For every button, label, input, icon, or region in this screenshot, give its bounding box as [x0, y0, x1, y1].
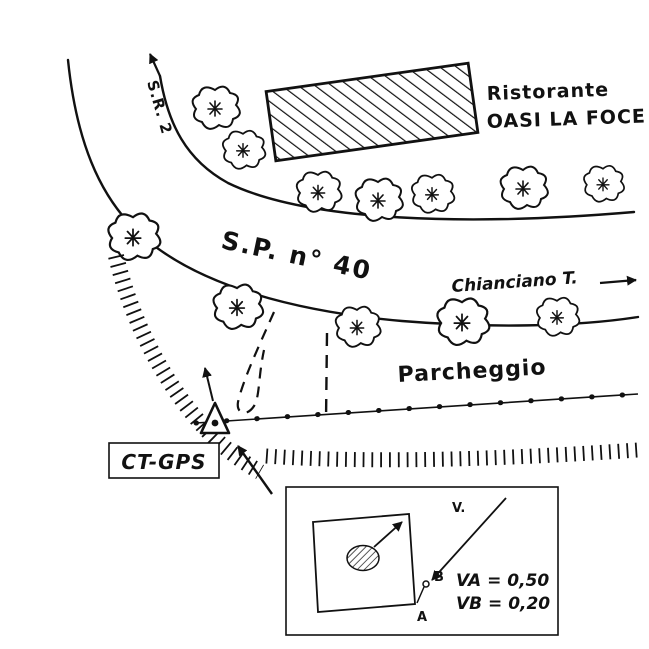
tree-icon	[334, 305, 382, 348]
inset-circle-arrow-icon	[373, 521, 403, 548]
tree-icon	[221, 129, 267, 170]
ristorante-label-line2: OASI LA FOCE	[486, 105, 646, 133]
inset-hatched-circle	[346, 544, 380, 572]
ct-gps-label-box: CT-GPS	[108, 442, 220, 479]
marker-pointer-arrow-icon	[237, 445, 273, 495]
inset-a-label: A	[417, 610, 427, 625]
tree-icon	[535, 296, 581, 337]
sr2-direction-arrow-icon	[148, 53, 162, 77]
inset-va-value: VA = 0,50	[456, 571, 549, 591]
tree-icon	[107, 212, 162, 262]
chianciano-direction-arrow-icon	[599, 275, 637, 286]
tree-icon	[499, 165, 549, 210]
tree-icon	[191, 85, 241, 130]
road-upper-edge	[158, 74, 636, 221]
tree-icon	[410, 173, 456, 214]
inset-b-label: B	[434, 570, 444, 585]
survey-triangle-icon	[199, 367, 231, 435]
parking-label: Parcheggio	[397, 355, 547, 388]
tree-icon	[583, 164, 625, 203]
chianciano-direction-label: Chianciano T.	[451, 268, 578, 297]
inset-v-label: V.	[452, 501, 465, 516]
inset-b-to-a-line	[416, 586, 425, 604]
inset-v-line-arrow-icon	[431, 497, 507, 581]
inset-vb-value: VB = 0,20	[456, 594, 550, 614]
parking-boundary-dotted	[193, 391, 641, 426]
tree-icon	[436, 297, 491, 347]
ct-gps-label: CT-GPS	[121, 450, 206, 474]
embankment-hatching-bottom	[265, 442, 639, 468]
building-hatched	[264, 61, 480, 163]
dashed-track	[236, 311, 329, 422]
inset-point-b	[422, 580, 430, 588]
sp40-road-label: S.P. n° 40	[219, 226, 375, 286]
sr2-road-label: S.R. 2	[143, 78, 176, 136]
road-left-lower-edge	[66, 58, 640, 327]
ristorante-label-line1: Ristorante	[486, 79, 609, 105]
inset-detail-box: V. B A VA = 0,50 VB = 0,20	[285, 486, 559, 636]
tree-icon	[212, 283, 265, 330]
